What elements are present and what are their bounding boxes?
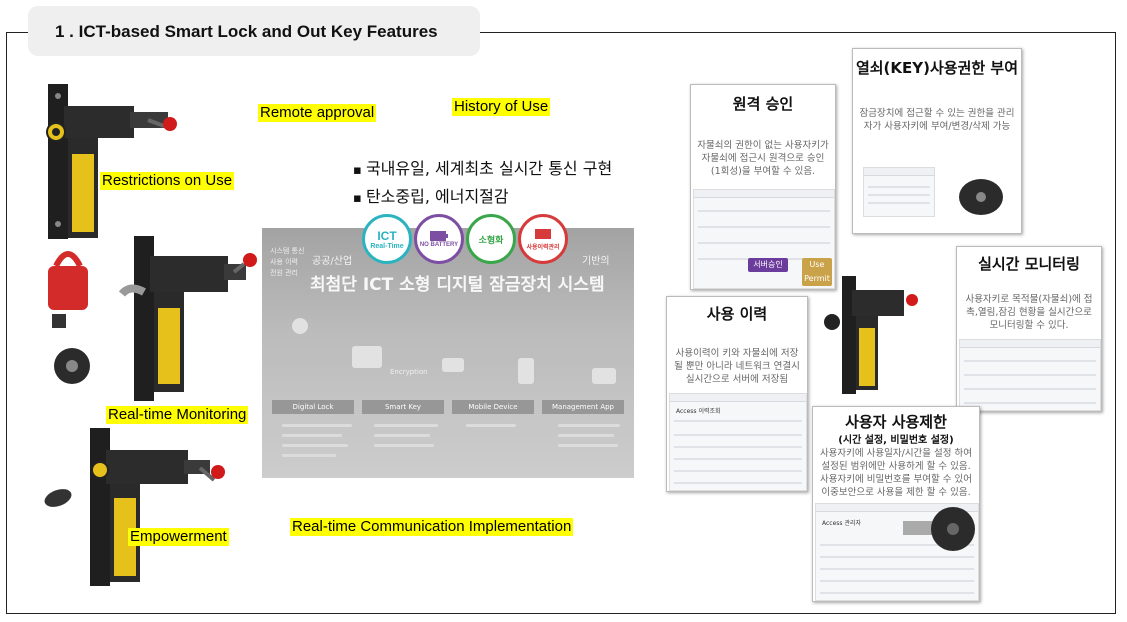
content-frame: [6, 32, 1116, 614]
miniaturization-icon: 소형화: [466, 214, 516, 264]
floorplan-screenshot: [959, 339, 1101, 411]
label-restrictions-on-use: Restrictions on Use: [100, 172, 235, 190]
icon-line2: Real-Time: [370, 242, 404, 250]
admin-monitor-screenshot: [863, 167, 935, 217]
page-title: 1 . ICT-based Smart Lock and Out Key Fea…: [55, 22, 438, 41]
card-title: 원격 승인: [732, 95, 794, 113]
detail-line: [374, 424, 438, 427]
icon-line2: 소형화: [478, 234, 504, 245]
smart-lock-image-4: [824, 276, 918, 394]
card-title: 사용 이력: [706, 305, 768, 323]
server-approval-chip: 서버승인: [748, 258, 788, 272]
card-key-authority: 열쇠(KEY)사용권한 부여 잠금장치에 접근할 수 있는 권한을 관리자가 사…: [852, 48, 1022, 234]
column-management-app: Management App: [542, 400, 624, 414]
detail-line: [374, 444, 434, 447]
monitor-icon: [535, 228, 551, 239]
card-title: 사용자 사용제한: [845, 413, 947, 431]
screen-title: Access 관리자: [822, 520, 862, 527]
headline-small: 공공/산업: [312, 256, 353, 267]
key-device-icon: [442, 358, 464, 372]
smart-key-icon: [903, 507, 975, 551]
title-tab: [28, 6, 480, 56]
column-digital-lock: Digital Lock: [272, 400, 354, 414]
monitor-device-icon: [592, 368, 616, 384]
floorplan-screenshot: 서버승인 Use Permit: [693, 189, 835, 289]
detail-line: [558, 424, 620, 427]
column-smart-key: Smart Key: [362, 400, 444, 414]
label-history-of-use: History of Use: [452, 98, 551, 116]
icon-line2: NO BATTERY: [419, 242, 459, 248]
card-description: 잠금장치에 접근할 수 있는 권한을 관리자가 사용자키에 부여/변경/삭제 가…: [859, 108, 1015, 132]
icon-line2: 사용이력관리: [526, 244, 560, 251]
bullet-item: 탄소중립, 에너지절감: [353, 184, 612, 212]
card-title: 실시간 모니터링: [978, 255, 1080, 273]
detail-line: [282, 434, 342, 437]
headline-small-right: 기반의: [582, 256, 610, 267]
side-menu-item: 전원 관리: [270, 269, 298, 277]
card-remote-approval: 원격 승인 자물쇠의 권한이 없는 사용자키가 자물쇠에 접근시 원격으로 승인…: [690, 84, 836, 290]
smart-lock-image-2: [48, 236, 257, 401]
no-battery-icon: NO BATTERY: [414, 214, 464, 264]
card-realtime-monitoring: 실시간 모니터링 사용자키로 목적물(자물쇠)에 접촉,열림,잠김 현황을 실시…: [956, 246, 1102, 412]
detail-line: [282, 454, 336, 457]
card-description: 사용자키에 사용일자/시간을 설정 하여 설정된 범위에만 사용하게 할 수 있…: [819, 448, 973, 498]
column-mobile-device: Mobile Device: [452, 400, 534, 414]
smart-lock-image-3: [44, 428, 225, 586]
feature-bullets: 국내유일, 세계최초 실시간 통신 구현 탄소중립, 에너지절감: [353, 156, 612, 212]
card-description: 사용자키로 목적물(자물쇠)에 접촉,열림,잠김 현황을 실시간으로 모니터링할…: [965, 294, 1093, 331]
label-remote-approval: Remote approval: [258, 104, 377, 122]
icon-line1: ICT: [377, 228, 397, 243]
card-description: 자물쇠의 권한이 없는 사용자키가 자물쇠에 접근시 원격으로 승인(1회성)을…: [697, 140, 829, 177]
card-title: 열쇠(KEY)사용권한 부여: [855, 59, 1019, 77]
ict-realtime-icon: ICT Real-Time: [362, 214, 412, 264]
cloud-icon: [292, 318, 308, 334]
bullet-item: 국내유일, 세계최초 실시간 통신 구현: [353, 156, 612, 184]
detail-line: [282, 444, 348, 447]
card-user-restriction: 사용자 사용제한 (시간 설정, 비밀번호 설정) 사용자키에 사용일자/시간을…: [812, 406, 980, 602]
encryption-label: Encryption: [390, 368, 428, 376]
card-description: 사용이력이 키와 자물쇠에 저장될 뿐만 아니라 네트워크 연결시 실시간으로 …: [674, 348, 800, 385]
label-realtime-monitoring: Real-time Monitoring: [106, 406, 249, 424]
detail-line: [558, 444, 618, 447]
detail-line: [282, 424, 352, 427]
phone-device-icon: [518, 358, 534, 384]
label-realtime-communication: Real-time Communication Implementation: [290, 518, 574, 536]
detail-line: [466, 424, 516, 427]
system-overview-panel: 시스템 통신 사용 이력 전원 관리 공공/산업 기반의 최첨단 ICT 소형 …: [262, 228, 634, 478]
smart-key-icon: [959, 179, 1003, 215]
screen-title: Access 이력조회: [676, 408, 721, 415]
side-menu-item: 사용 이력: [270, 258, 298, 266]
label-empowerment: Empowerment: [128, 528, 229, 546]
side-menu-item: 시스템 통신: [270, 247, 305, 255]
side-menu: 시스템 통신 사용 이력 전원 관리: [270, 246, 304, 279]
detail-line: [558, 434, 614, 437]
card-subtitle: (시간 설정, 비밀번호 설정): [838, 435, 954, 446]
detail-line: [374, 434, 430, 437]
use-permit-chip: Use Permit: [802, 258, 832, 286]
lock-device-icon: [352, 346, 382, 368]
headline-big: 최첨단 ICT 소형 디지털 잠금장치 시스템: [310, 275, 605, 295]
battery-icon: [430, 231, 448, 241]
usage-history-icon: 사용이력관리: [518, 214, 568, 264]
history-table-screenshot: Access 이력조회: [669, 393, 807, 491]
smart-lock-image-1: [46, 84, 177, 239]
card-usage-history: 사용 이력 사용이력이 키와 자물쇠에 저장될 뿐만 아니라 네트워크 연결시 …: [666, 296, 808, 492]
